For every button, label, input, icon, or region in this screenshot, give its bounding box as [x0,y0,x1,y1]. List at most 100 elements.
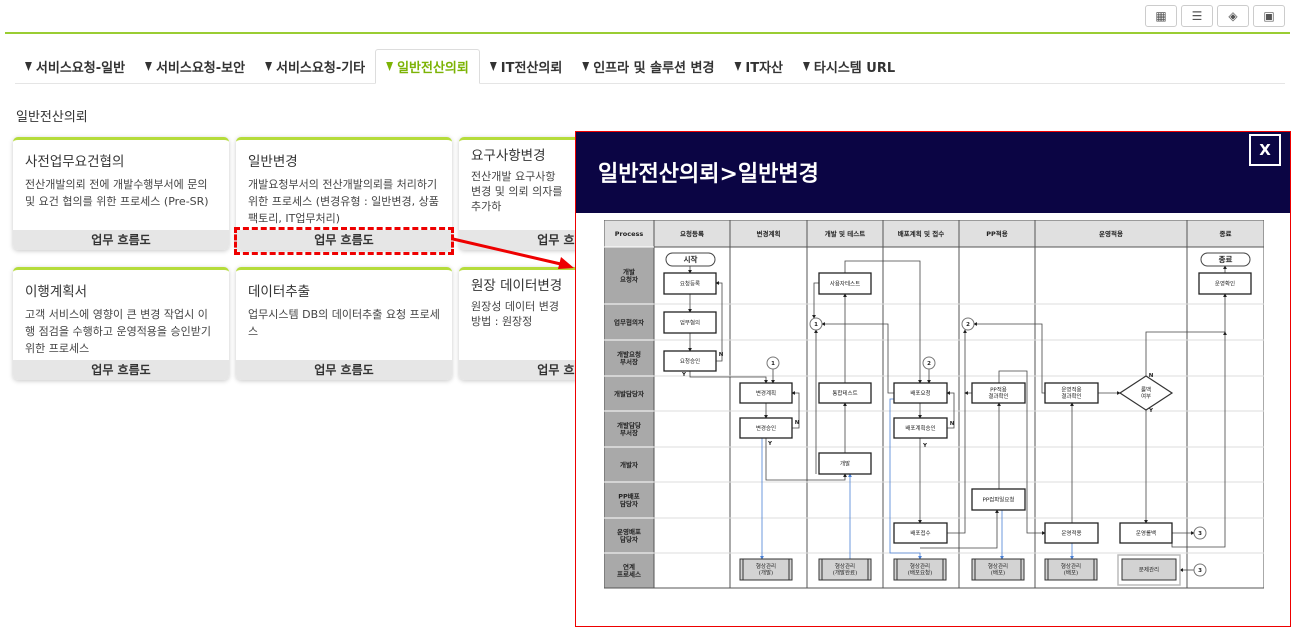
diagram-text: 3 [1198,531,1202,537]
flow-button[interactable]: 업무 흐름도 [236,230,452,250]
pin-icon: ▼ [265,60,273,73]
highlight-box [234,227,454,255]
tab-label: 타시스템 URL [813,61,896,76]
tab-label: 일반전산의뢰 [397,61,469,76]
diagram-text: 형상관리(개발완료) [833,562,858,577]
flow-line [946,391,955,429]
terminal-node [1200,252,1251,267]
terminal-node [665,252,716,267]
diagram-text: 개발담당자 [614,389,644,398]
pointer-arrow [452,237,574,269]
diagram-text: 업무협의 [680,318,700,326]
linked-process [893,558,947,581]
diagram-text: 개발 및 테스트 [825,229,865,238]
process-node [818,382,872,404]
process-node [818,272,872,295]
linked-process [739,558,793,581]
tab-label: 인프라 및 솔루션 변경 [593,61,715,76]
diagram-text: 운영적용 [1061,529,1081,537]
decision-node [1118,375,1174,411]
tab-label: 서비스요청-보안 [155,61,246,76]
diagram-text: 요청등록 [680,229,704,238]
tab-bar: ▼서비스요청-일반▼서비스요청-보안▼서비스요청-기타▼일반전산의뢰▼IT전산의… [15,49,1285,84]
pin-icon: ▼ [489,60,497,73]
process-node [893,417,948,439]
diagram-text: PP적용 [986,229,1008,238]
flow-line [920,509,999,549]
flow-button[interactable]: 업무 흐름도 [13,360,229,380]
diagram-text: N [719,352,724,358]
process-node [663,311,717,334]
connector [766,356,780,370]
toolbar: ▦ ☰ ◈ ▣ [1145,5,1285,27]
diagram-text: 형상관리(배포) [1061,562,1081,577]
card-description: 고객 서비스에 영향이 큰 변경 작업시 이행 점검을 수행하고 운영적용을 승… [25,308,212,355]
pin-icon: ▼ [145,60,152,73]
grid-icon[interactable]: ▦ [1145,5,1177,27]
card-title: 이행계획서 [25,284,88,300]
flow-line [947,329,967,534]
diagram-text: 형상관리(배포) [988,562,1008,577]
tab-4[interactable]: ▼IT전산의뢰 [480,49,572,84]
tab-7[interactable]: ▼타시스템 URL [793,49,905,84]
flow-line [689,371,768,384]
diagram-text: 개발 [840,459,850,467]
flow-line [998,370,1046,535]
tab-label: IT전산의뢰 [500,61,563,76]
divider [5,32,1290,34]
comment-icon[interactable]: ▣ [1253,5,1285,27]
diagram-text: PP컴파일요청 [983,495,1015,503]
list-icon[interactable]: ☰ [1181,5,1213,27]
diagram-text: 운영확인 [1215,279,1235,287]
diagram-text: 문제관리 [1139,565,1159,573]
tab-0[interactable]: ▼서비스요청-일반 [15,49,135,84]
tab-3[interactable]: ▼일반전산의뢰 [375,49,480,84]
process-node [1044,382,1099,404]
flow-line [765,438,847,481]
diagram-text: N [950,421,955,427]
diagram-text: 형상관리(개발) [756,562,776,577]
section-title: 일반전산의뢰 [16,110,88,125]
card-title: 원장 데이터변경 [471,278,563,294]
tab-label: 서비스요청-일반 [35,61,126,76]
diagram-text: N [795,420,800,426]
diagram-text: 1 [771,361,775,367]
flow-line [812,282,819,319]
link-line [889,398,922,560]
close-button[interactable]: X [1249,134,1281,166]
linked-process [971,558,1025,581]
process-node [971,382,1026,404]
pin-icon: ▼ [582,60,590,73]
flow-button[interactable]: 업무 흐름도 [236,360,452,380]
tab-6[interactable]: ▼IT자산 [724,49,793,84]
layers-icon[interactable]: ◈ [1217,5,1249,27]
card-description: 전산개발의뢰 전에 개발수행부서에 문의 및 요건 협의를 위한 프로세스 (P… [25,178,209,208]
diagram-text: 형상관리(배포요청) [908,562,933,577]
card-description: 전산개발 요구사항 변경 및 의뢰 의자를 추가하 [471,170,563,213]
process-node [739,417,793,439]
tab-2[interactable]: ▼서비스요청-기타 [255,49,375,84]
card-description: 업무시스템 DB의 데이터추출 요청 프로세스 [248,308,440,338]
flow-button[interactable]: 업무 흐름도 [13,230,229,250]
card-description: 개발요청부서의 전산개발의뢰를 처리하기 위한 프로세스 (변경유형 : 일반변… [248,178,439,225]
diagram-text: 시작 [684,254,698,264]
diagram-text: 변경승인 [756,424,776,432]
diagram-text: 운영롤백 [1136,529,1156,537]
diagram-text: 통합테스트 [832,389,857,397]
process-node [1198,272,1252,295]
connector [809,317,823,331]
flow-line [1171,331,1227,548]
diagram-text: 2 [927,361,931,367]
diagram-text: 배포계획 및 접수 [898,229,944,238]
tab-1[interactable]: ▼서비스요청-보안 [135,49,255,84]
diagram-text: 배포요청 [910,389,930,397]
diagram-text: 운영적용 [1099,229,1123,238]
tab-5[interactable]: ▼인프라 및 솔루션 변경 [572,49,724,84]
